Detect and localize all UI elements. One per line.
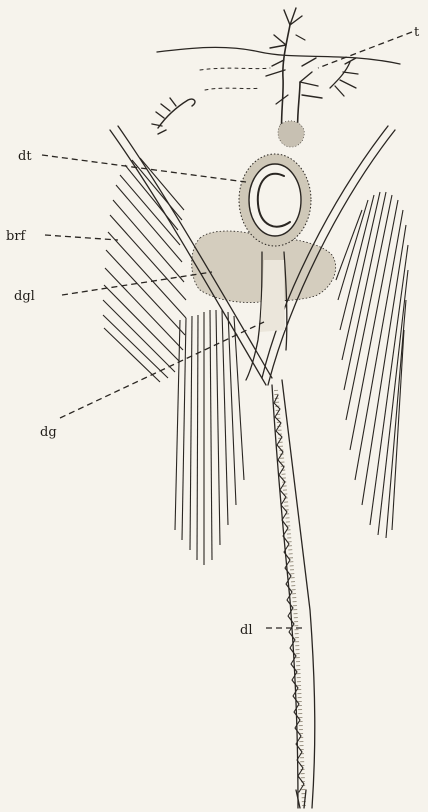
leader-dt	[42, 155, 246, 182]
label-brf: brf	[6, 229, 27, 244]
label-dt: dt	[18, 149, 32, 164]
stem-dl	[272, 380, 315, 808]
label-dg: dg	[40, 425, 57, 440]
label-t: t	[414, 25, 420, 40]
branchial-filaments-left	[103, 158, 186, 382]
label-dl: dl	[240, 623, 252, 638]
leader-dgl	[62, 272, 212, 295]
leader-dg	[60, 322, 264, 418]
label-dgl: dgl	[14, 289, 35, 304]
tentacle-crown	[152, 8, 400, 147]
ring-dt	[239, 154, 311, 246]
branchial-filaments-right	[336, 192, 408, 538]
leader-brf	[45, 235, 118, 240]
leader-t	[318, 32, 412, 68]
